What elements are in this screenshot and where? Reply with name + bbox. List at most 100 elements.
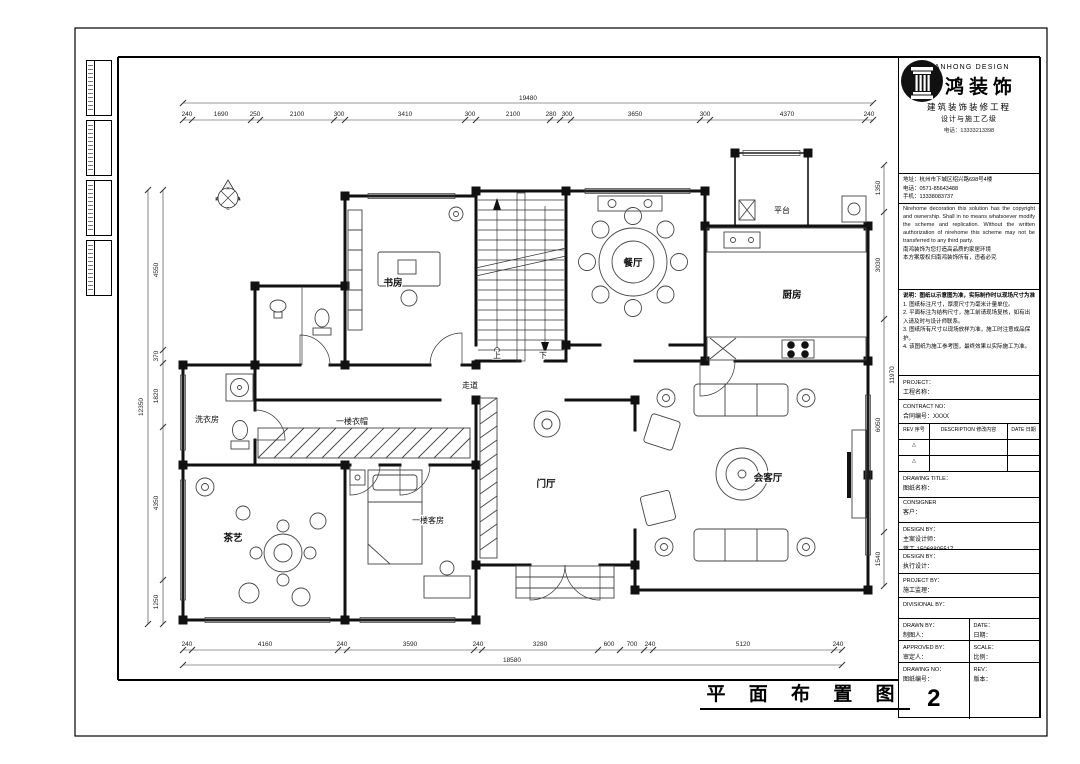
walls [181, 152, 870, 622]
dim-top-seg: 300 [562, 111, 573, 118]
project-label-en: PROJECT： [903, 380, 935, 386]
dim-top-seg: 4370 [780, 111, 795, 118]
consigner-label-cn: 客户： [903, 510, 922, 516]
design-by2-label-cn: 执行设计： [903, 564, 934, 570]
dim-bottom-seg: 5120 [736, 641, 751, 648]
dim-top-seg: 300 [465, 111, 476, 118]
dim-bottom-seg: 4160 [258, 641, 273, 648]
rev-cell: REV： 版本： [970, 663, 1040, 719]
notes-title: 说明：图纸以示意图为准，实际制作时以现场尺寸为准 [903, 293, 1036, 299]
room-label-tea: 茶艺 [222, 532, 243, 544]
date-cell: DATE： 日期： [970, 619, 1040, 640]
design-by-cell: DESIGN BY： 主案设计师： 蒋工 15068805517 [899, 523, 1039, 550]
doors [254, 332, 736, 601]
dim-bottom-seg: 240 [645, 641, 656, 648]
rev-label-en: REV： [973, 667, 991, 673]
contact-address: 地址：杭州市下城区绍兴路698号4楼 [903, 177, 993, 183]
rev-row-mark: △ [899, 440, 930, 456]
rev-header-desc: DESCRIPTION 修改内容 [929, 424, 1009, 440]
revision-table: REV 序号 DESCRIPTION 修改内容 DATE 日期 △ △ [899, 424, 1039, 472]
dim-right-seg: 3030 [875, 257, 882, 272]
drawing-no-row: DRAWING NO： 图纸编号： 2 REV： 版本： [899, 663, 1039, 719]
copyright-text-cn1: 南鸿装饰为您打造高品质的家居环境 [903, 246, 992, 253]
room-label-laundry: 洗衣房 [195, 414, 219, 424]
marker-letter-a: A [226, 186, 229, 191]
brand-grade: 设计与施工乙级 [941, 116, 997, 123]
approved-label-cn: 审定人： [903, 655, 928, 661]
brand-hotline: 电话：13333213398 [943, 128, 995, 134]
dim-top-seg: 300 [700, 111, 711, 118]
design-by2-cell: DESIGN BY： 执行设计： [899, 550, 1039, 574]
approved-by-cell: APPROVED BY： 审定人： [899, 641, 970, 662]
room-label-cloakroom: 一楼衣帽 [336, 416, 368, 426]
dim-left-total: 12350 [138, 398, 145, 416]
consigner-cell: CONSIGNER 客户： [899, 498, 1039, 523]
bathroom-fixtures [269, 286, 332, 365]
divisional-cell: DIVISIONAL BY： [899, 598, 1039, 619]
rev-row-desc [930, 456, 1009, 471]
dim-bottom-total: 18580 [503, 657, 521, 664]
dim-bottom-seg: 240 [337, 641, 348, 648]
design-by2-label-en: DESIGN BY： [903, 554, 939, 560]
copyright-text-en: Nirehome decoration this solution has th… [903, 206, 1035, 244]
project-cell: PROJECT： 工程名称： [899, 376, 1039, 400]
tea-room-furniture [195, 477, 327, 607]
drawn-by-cell: DRAWN BY： 制图人： [899, 619, 970, 640]
room-label-platform: 平台 [774, 205, 790, 215]
room-labels: 书房 餐厅 厨房 平台 洗衣房 一楼衣帽 走道 门厅 会客厅 茶艺 一楼客房 上… [194, 204, 803, 546]
platform-detail [738, 199, 756, 221]
study-furniture [347, 206, 464, 331]
signature-box [86, 180, 112, 236]
date-label-cn: 日期： [973, 633, 992, 639]
staircase [475, 192, 567, 362]
contract-label-cn: 合同编号：XXXX [903, 414, 950, 420]
marker-letter-c: C [226, 206, 230, 211]
note-item: 2. 平面标注为结构尺寸，施工前请现场复核，如有出入请及时与设计师联系。 [903, 310, 1031, 325]
drawing-title-label-en: DRAWING TITLE： [903, 476, 952, 482]
contract-cell: CONTRACT NO： 合同编号：XXXX [899, 400, 1039, 424]
approved-label-en: APPROVED BY： [903, 645, 948, 651]
title-block-panel: NANHONG DESIGN 南鸿装饰 建筑装饰装修工程 设计与施工乙级 电话：… [898, 57, 1040, 719]
elevation-marker: A B C D [215, 179, 241, 211]
room-label-living: 会客厅 [754, 472, 783, 484]
dim-left-seg: 1250 [153, 594, 160, 609]
sheet-number: 2 [927, 685, 941, 712]
dim-top-seg: 3410 [398, 111, 413, 118]
cloakroom-wardrobe [257, 427, 471, 459]
approved-scale-row: APPROVED BY： 审定人： SCALE： 比例： [899, 641, 1039, 663]
dim-top-seg: 300 [334, 111, 345, 118]
foyer-furniture [479, 397, 615, 599]
stair-label-up: 上 [493, 351, 501, 360]
contract-label-en: CONTRACT NO： [903, 404, 949, 410]
scale-label-cn: 比例： [973, 655, 992, 661]
company-logo-icon [901, 60, 943, 102]
guest-room-furniture [349, 469, 471, 599]
signature-box [86, 240, 112, 296]
rev-label-cn: 版本： [973, 677, 992, 683]
rev-header-no: REV 序号 [899, 424, 930, 440]
dim-right-seg: 1540 [875, 551, 882, 566]
rev-row-date [1008, 440, 1039, 456]
dim-left-seg: 4350 [153, 495, 160, 510]
drawn-label-en: DRAWN BY： [903, 623, 938, 629]
rev-header-date: DATE 日期 [1008, 424, 1039, 440]
brand-name-en: NANHONG DESIGN [928, 64, 1010, 71]
design-by-label-en: DESIGN BY： [903, 527, 939, 533]
rev-row-date [1008, 456, 1039, 471]
note-item: 4. 该图纸为施工参考图，最终效果以实际施工为准。 [903, 344, 1031, 351]
company-logo-block: NANHONG DESIGN 南鸿装饰 建筑装饰装修工程 设计与施工乙级 电话：… [899, 58, 1039, 174]
note-item: 3. 图纸所有尺寸以现场放样为准，施工时注意成品保护。 [903, 327, 1031, 342]
company-contact-block: 地址：杭州市下城区绍兴路698号4楼 电话：0571-85643488 手机：1… [899, 174, 1039, 204]
project-by-label-en: PROJECT BY： [903, 578, 943, 584]
drawn-date-row: DRAWN BY： 制图人： DATE： 日期： [899, 619, 1039, 641]
date-label-en: DATE： [973, 623, 994, 629]
room-label-foyer: 门厅 [536, 478, 556, 490]
dim-top-seg: 250 [250, 111, 261, 118]
brand-business: 建筑装饰装修工程 [926, 102, 1011, 112]
dimension-lines: 19480 240 1690 250 2100 300 3410 300 210… [138, 95, 896, 669]
marker-letter-b: B [237, 196, 240, 201]
dim-top-seg: 1690 [214, 111, 229, 118]
design-by-phone: 蒋工 15068805517 [903, 547, 954, 550]
